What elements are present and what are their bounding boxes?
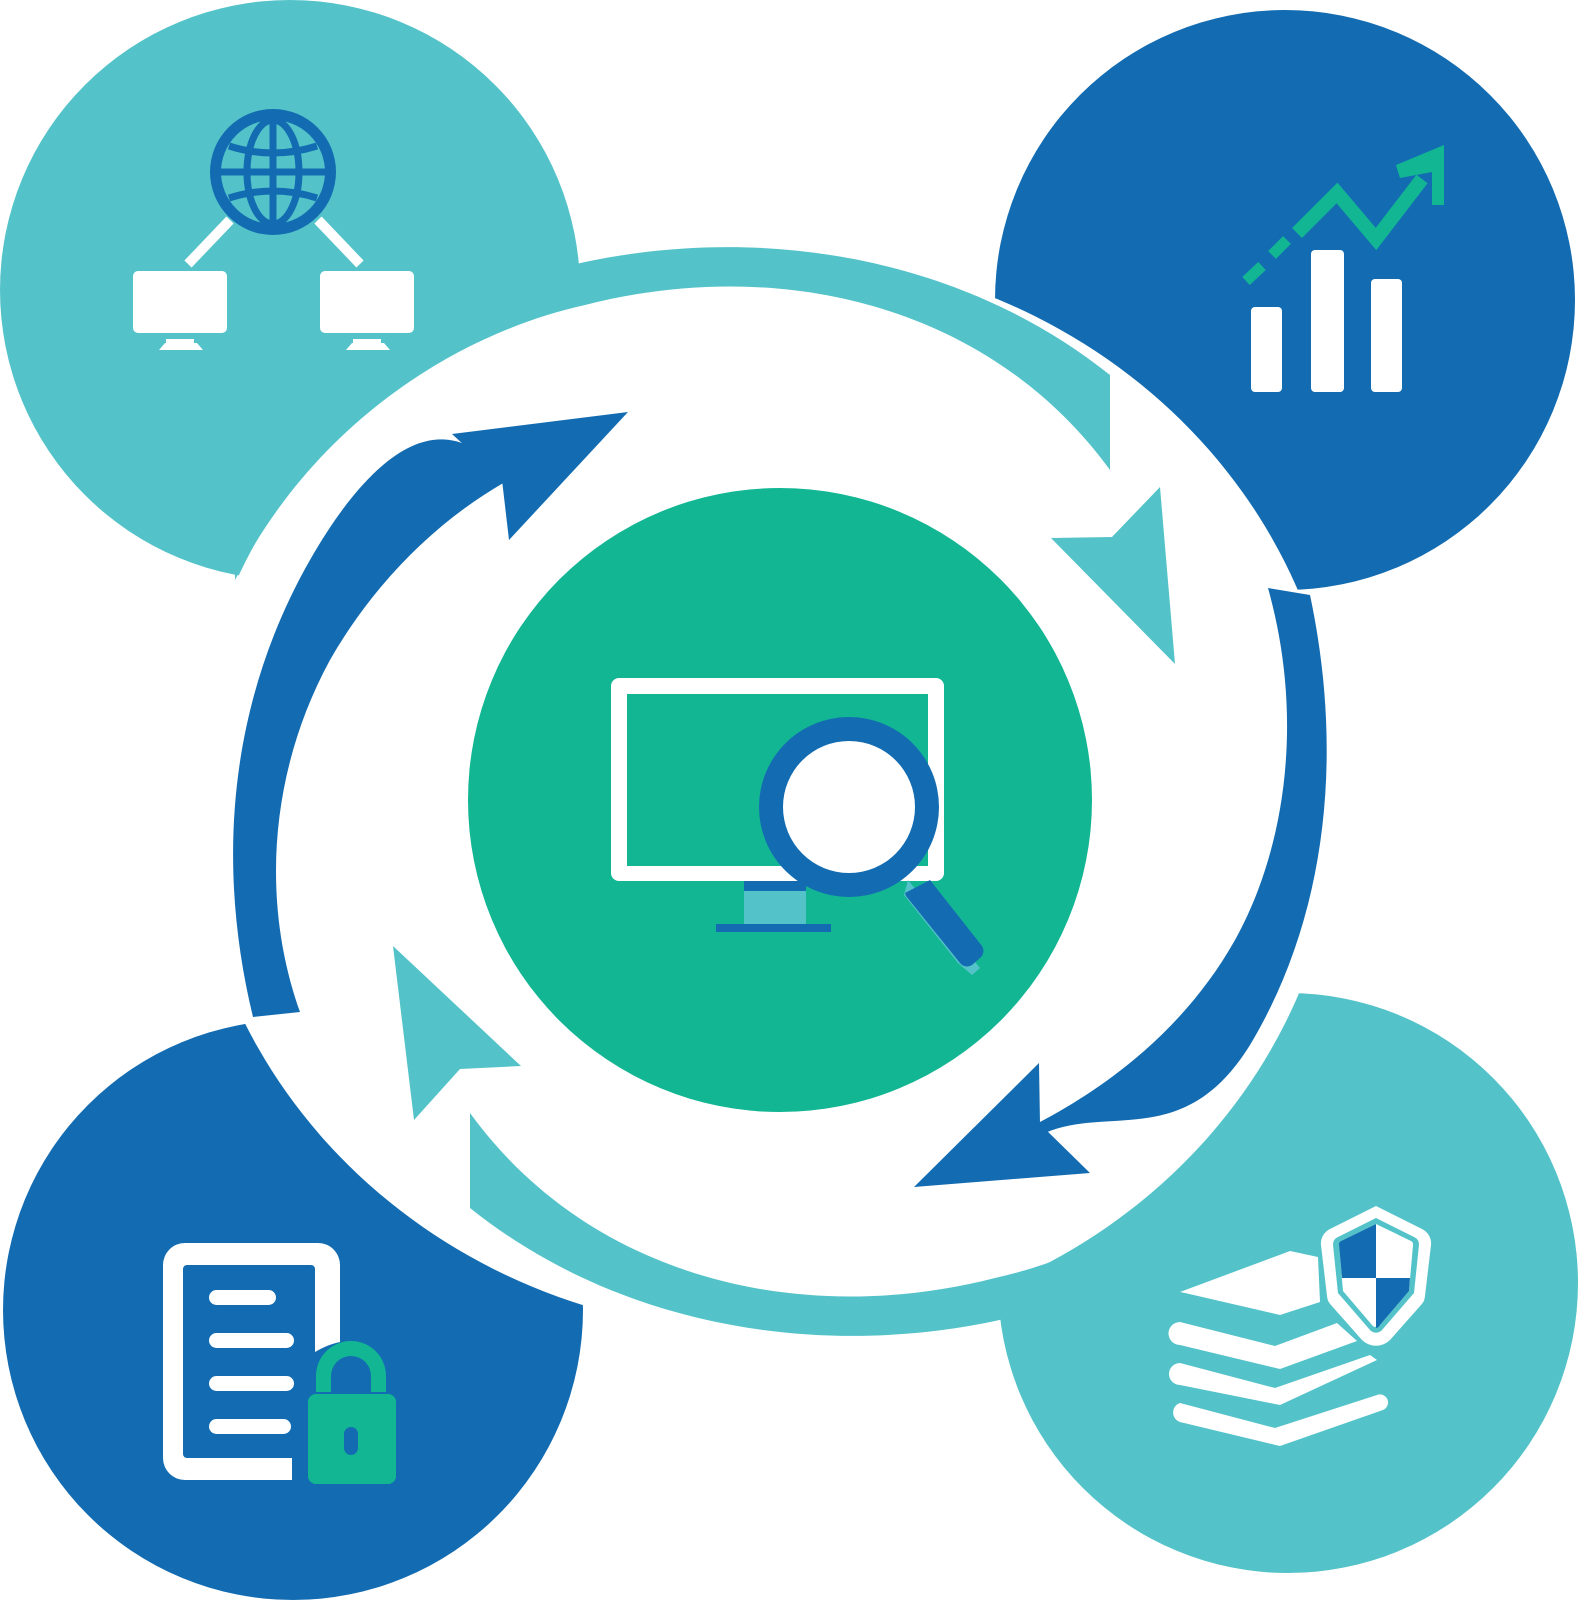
arrow-bottom-left-upward bbox=[393, 946, 521, 1120]
network-globe-computers-icon bbox=[133, 109, 414, 350]
arrow-top-left-head bbox=[452, 412, 628, 540]
arrow-bottom-right-head bbox=[914, 1063, 1090, 1187]
arrow-bottom-right-downward bbox=[1038, 588, 1327, 1133]
monitor-magnifier-icon bbox=[611, 678, 984, 975]
teal-ribbon-bottom bbox=[470, 1003, 1345, 1336]
growth-bar-chart-icon bbox=[1242, 145, 1444, 392]
data-layers-shield-icon bbox=[1168, 1206, 1432, 1446]
arrow-top-right-downward bbox=[1051, 487, 1175, 664]
arrow-top-left-upward bbox=[233, 439, 505, 1017]
teal-ribbon-top bbox=[235, 247, 1110, 580]
locked-document-icon bbox=[163, 1243, 396, 1484]
